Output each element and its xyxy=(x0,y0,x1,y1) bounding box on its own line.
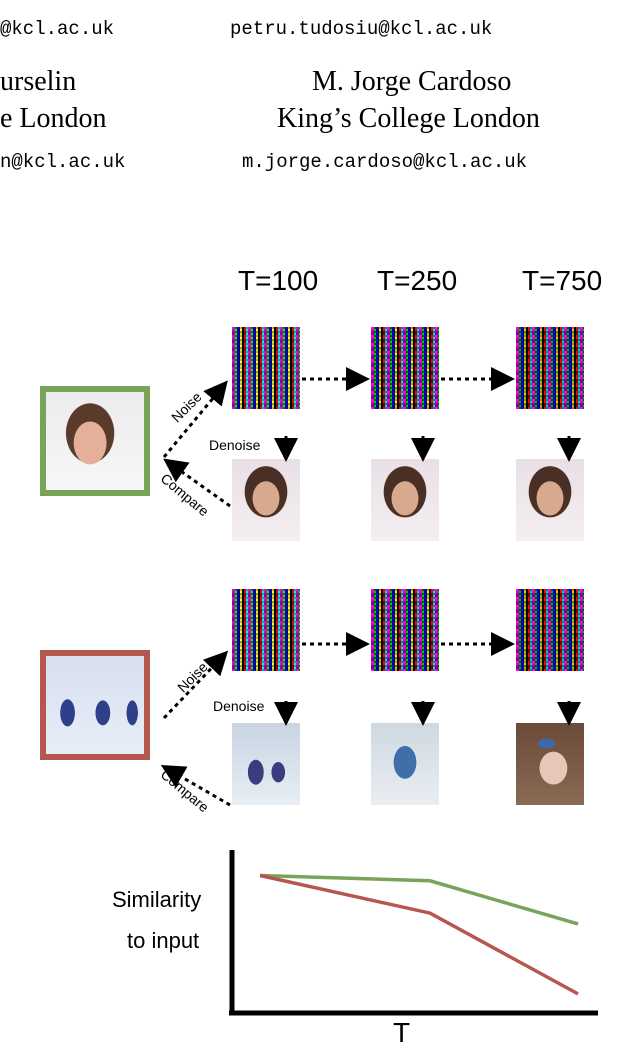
denoised-image-t100-row1 xyxy=(232,459,300,541)
input-image-face xyxy=(40,386,150,496)
denoised-image-t100-row2 xyxy=(232,723,300,805)
denoised-image-t750-row2 xyxy=(516,723,584,805)
denoised-image-t250-row2 xyxy=(371,723,439,805)
author-3-email: n@kcl.ac.uk xyxy=(0,151,126,173)
author-2-email: petru.tudosiu@kcl.ac.uk xyxy=(230,18,493,40)
denoised-image-t750-row1 xyxy=(516,459,584,541)
noised-image-t750-row1 xyxy=(516,327,584,409)
author-4-email: m.jorge.cardoso@kcl.ac.uk xyxy=(242,151,528,173)
author-4-name: M. Jorge Cardoso xyxy=(312,66,512,97)
noised-image-t250-row2 xyxy=(371,589,439,671)
column-t750: T=750 xyxy=(522,265,603,296)
compare-arrow-row2 xyxy=(160,764,231,807)
author-4-affiliation: King’s College London xyxy=(277,103,540,134)
series-line-2 xyxy=(259,873,579,996)
denoise-label-row1: Denoise xyxy=(209,437,261,453)
noise-arrow-row2 xyxy=(162,650,229,720)
arrows-layer xyxy=(160,367,581,807)
y-axis-label-line2: to input xyxy=(127,928,200,953)
y-axis-label-line1: Similarity xyxy=(112,887,202,912)
author-3-name: urselin xyxy=(0,66,77,97)
column-t100: T=100 xyxy=(238,265,319,296)
noised-image-t750-row2 xyxy=(516,589,584,671)
author-3-affiliation: e London xyxy=(0,103,107,134)
compare-arrow-row1 xyxy=(163,458,231,508)
noise-arrow-row1 xyxy=(162,380,228,458)
denoised-image-t250-row1 xyxy=(371,459,439,541)
series-line-1 xyxy=(259,873,579,926)
column-t250: T=250 xyxy=(377,265,458,296)
x-axis-label: T xyxy=(393,1017,411,1048)
similarity-chart xyxy=(229,850,598,1016)
noised-image-t250-row1 xyxy=(371,327,439,409)
input-image-digit xyxy=(40,650,150,760)
denoise-label-row2: Denoise xyxy=(213,698,265,714)
author-1-email: @kcl.ac.uk xyxy=(0,18,115,40)
noised-image-t100-row2 xyxy=(232,589,300,671)
noised-image-t100-row1 xyxy=(232,327,300,409)
